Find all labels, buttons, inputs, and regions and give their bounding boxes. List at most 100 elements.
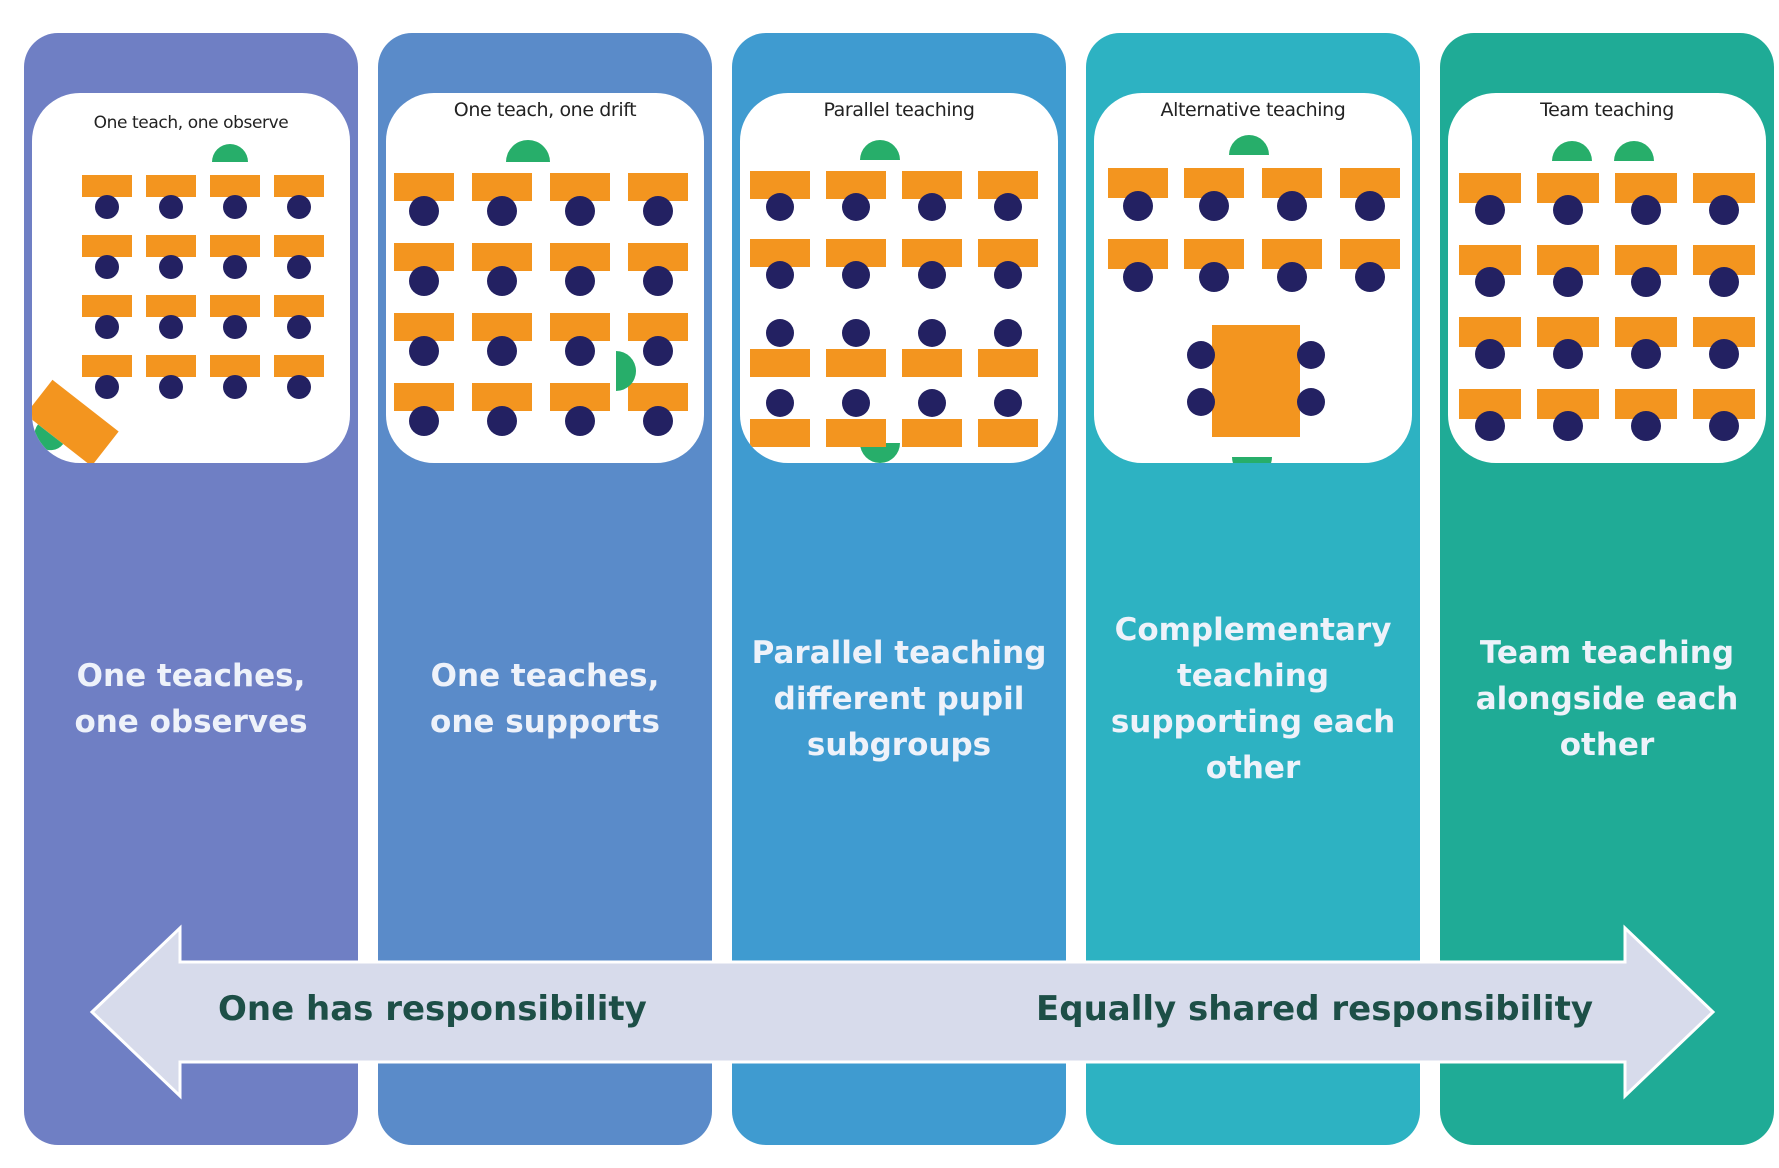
description-line: Parallel teaching (751, 635, 1047, 671)
teacher (1614, 141, 1654, 161)
pupil (1631, 195, 1661, 225)
desk (146, 235, 196, 257)
pupil (1199, 262, 1229, 292)
desk (146, 295, 196, 317)
desk (210, 295, 260, 317)
pupil (223, 375, 247, 399)
model-column-alternative-teaching: Alternative teaching Complementary teach… (1086, 33, 1420, 1145)
observer-desk (32, 379, 119, 463)
description-line: Team teaching (1479, 635, 1735, 671)
description-line: One teaches, (430, 658, 660, 694)
description-line: teaching (1176, 658, 1330, 694)
pupil (766, 389, 794, 417)
desk (826, 419, 886, 447)
pupil (287, 255, 311, 279)
panel-title: Parallel teaching (823, 99, 975, 121)
pupil (1709, 411, 1739, 441)
pupil (994, 193, 1022, 221)
teacher (860, 140, 900, 160)
desk (146, 175, 196, 197)
pupil (643, 266, 673, 296)
desk (978, 349, 1038, 377)
description-line: other (1559, 727, 1655, 763)
pupil (159, 315, 183, 339)
model-column-one-teach-one-observe: One teach, one observe One teaches, one … (24, 33, 358, 1145)
pupil (1631, 339, 1661, 369)
desk (274, 175, 324, 197)
pupil (1475, 267, 1505, 297)
pupil (643, 336, 673, 366)
pupil (159, 375, 183, 399)
model-description: Team teaching alongside each other (1446, 630, 1768, 768)
model-description: Complementary teaching supporting each o… (1092, 607, 1414, 791)
pupil (842, 389, 870, 417)
pupil (1475, 195, 1505, 225)
desk (750, 419, 810, 447)
pupil (565, 336, 595, 366)
teacher (506, 140, 550, 162)
classroom-panel-alternative: Alternative teaching (1094, 93, 1412, 463)
pupil (487, 336, 517, 366)
pupil (487, 266, 517, 296)
model-description: One teaches, one observes (30, 653, 352, 745)
pupil (409, 406, 439, 436)
pupil (1187, 341, 1215, 369)
pupil (766, 319, 794, 347)
teacher (1232, 457, 1272, 463)
pupil (95, 315, 119, 339)
pupil (223, 195, 247, 219)
pupil (287, 195, 311, 219)
desk (274, 355, 324, 377)
pupil (1199, 191, 1229, 221)
description-line: different pupil (773, 681, 1025, 717)
classroom-panel-parallel: Parallel teaching (740, 93, 1058, 463)
pupil (1187, 388, 1215, 416)
pupil (1355, 191, 1385, 221)
pupil (1553, 195, 1583, 225)
desk (82, 355, 132, 377)
pupil (1631, 267, 1661, 297)
pupil (1355, 262, 1385, 292)
double-arrow-shape (89, 924, 1716, 1100)
group-table (1212, 325, 1300, 437)
pupil (842, 319, 870, 347)
pupil (95, 375, 119, 399)
teacher (1552, 141, 1592, 161)
pupil (1553, 267, 1583, 297)
description-line: supporting each (1110, 704, 1396, 740)
teacher (212, 144, 248, 162)
description-line: alongside each (1475, 681, 1739, 717)
arrow-label-right: Equally shared responsibility (1036, 989, 1593, 1029)
pupil (766, 261, 794, 289)
description-line: one supports (430, 704, 660, 740)
teacher (1229, 135, 1269, 155)
pupil (287, 315, 311, 339)
pupil (1277, 191, 1307, 221)
pupil (1123, 191, 1153, 221)
description-line: subgroups (806, 727, 992, 763)
classroom-panel-team: Team teaching (1448, 93, 1766, 463)
desk (978, 419, 1038, 447)
teacher (860, 443, 900, 463)
pupil (565, 406, 595, 436)
pupil (643, 406, 673, 436)
teacher (616, 351, 636, 391)
pupil (487, 196, 517, 226)
desk (32, 379, 119, 463)
pupil (223, 315, 247, 339)
arrow-label-left: One has responsibility (218, 989, 647, 1029)
pupil (842, 261, 870, 289)
classroom-panel-one-observe: One teach, one observe (32, 93, 350, 463)
pupil (95, 195, 119, 219)
pupil (994, 389, 1022, 417)
pupil (918, 389, 946, 417)
description-line: One teaches, (76, 658, 306, 694)
model-description: One teaches, one supports (384, 653, 706, 745)
desk (826, 349, 886, 377)
pupil (159, 255, 183, 279)
pupil (565, 196, 595, 226)
model-description: Parallel teaching different pupil subgro… (738, 630, 1060, 768)
pupil (95, 255, 119, 279)
description-line: other (1205, 750, 1301, 786)
